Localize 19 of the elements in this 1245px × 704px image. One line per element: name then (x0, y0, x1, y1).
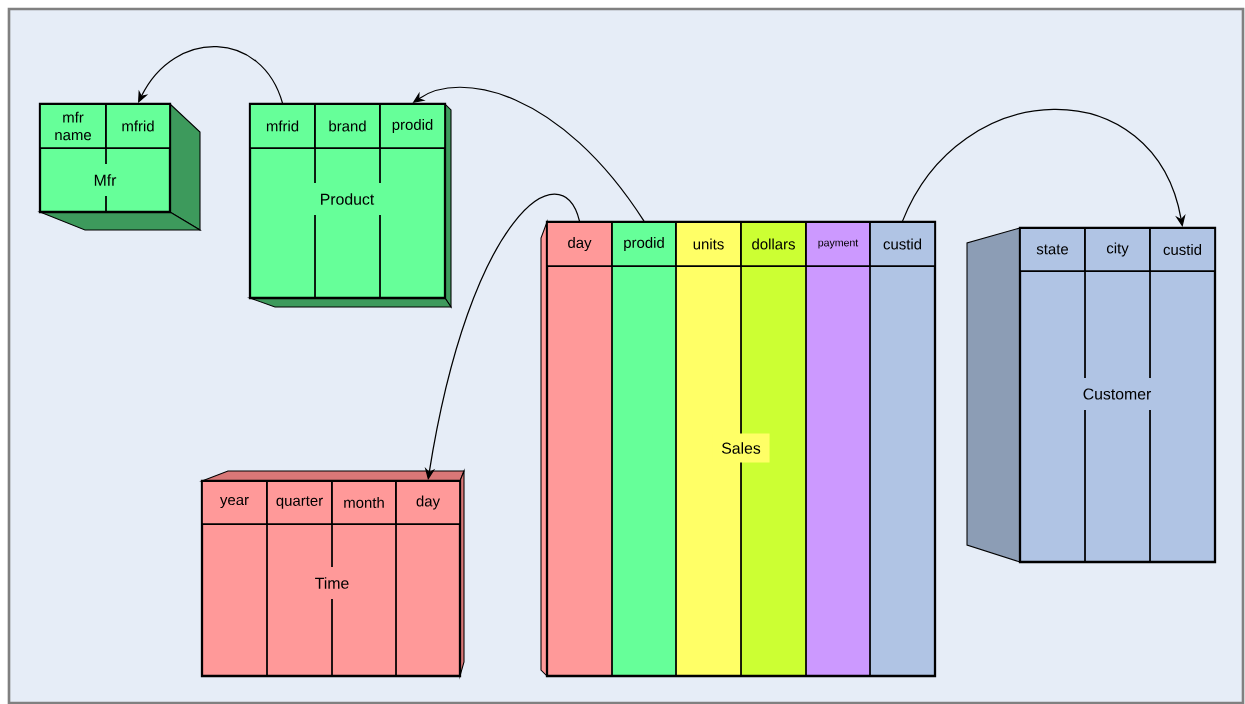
column-header: city (1084, 227, 1151, 272)
column-header: prodid (611, 221, 677, 267)
column-header: mfr name (39, 103, 107, 149)
column-header: year (201, 480, 268, 525)
column-header: custid (869, 221, 936, 267)
arrow (138, 46, 284, 104)
column-header: custid (1149, 227, 1216, 272)
column-header: mfrid (249, 103, 316, 149)
column-header: month (331, 480, 397, 525)
column-header: brand (314, 103, 381, 149)
column-header: mfrid (105, 103, 171, 149)
column-header: day (395, 480, 461, 525)
column-header: prodid (379, 103, 446, 149)
column-header: day (546, 221, 613, 267)
column-header: payment (805, 221, 871, 267)
column-header: dollars (740, 221, 807, 267)
column-header: units (675, 221, 742, 267)
column-header: state (1019, 227, 1086, 272)
column-header: quarter (266, 480, 333, 525)
